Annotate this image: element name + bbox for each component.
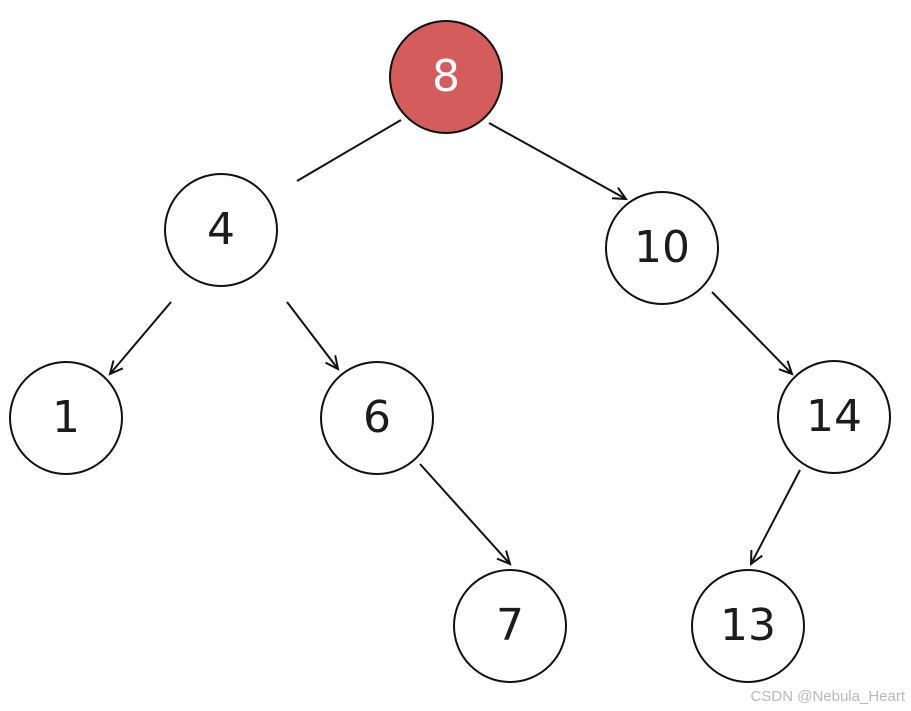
tree-node-1: 1 [10,362,122,474]
edge-line [287,302,338,369]
tree-node-14: 14 [778,361,890,473]
edge-4-to-1 [110,302,171,374]
tree-node-13: 13 [692,570,804,682]
edge-4-to-6 [287,302,338,369]
tree-node-8: 8 [390,21,502,133]
tree-node-10: 10 [606,192,718,304]
node-label: 1 [52,392,80,443]
edge-line [751,470,800,564]
node-label: 6 [363,392,391,443]
edge-8-to-4 [297,120,401,181]
node-label: 8 [432,51,460,102]
watermark: CSDN @Nebula_Heart [751,688,905,705]
edge-line [489,123,626,199]
edge-10-to-14 [712,292,792,374]
edge-line [297,120,401,181]
tree-nodes: 84101614713 [10,21,890,682]
node-label: 13 [720,600,776,651]
tree-node-7: 7 [454,570,566,682]
edge-8-to-10 [489,123,626,199]
node-label: 10 [634,222,690,273]
tree-node-6: 6 [321,362,433,474]
edge-line [712,292,792,374]
node-label: 4 [207,204,235,255]
node-label: 7 [496,600,524,651]
edge-14-to-13 [751,470,800,564]
edge-6-to-7 [420,464,510,564]
edge-line [110,302,171,374]
tree-node-4: 4 [165,174,277,286]
node-label: 14 [806,391,862,442]
edge-line [420,464,510,564]
